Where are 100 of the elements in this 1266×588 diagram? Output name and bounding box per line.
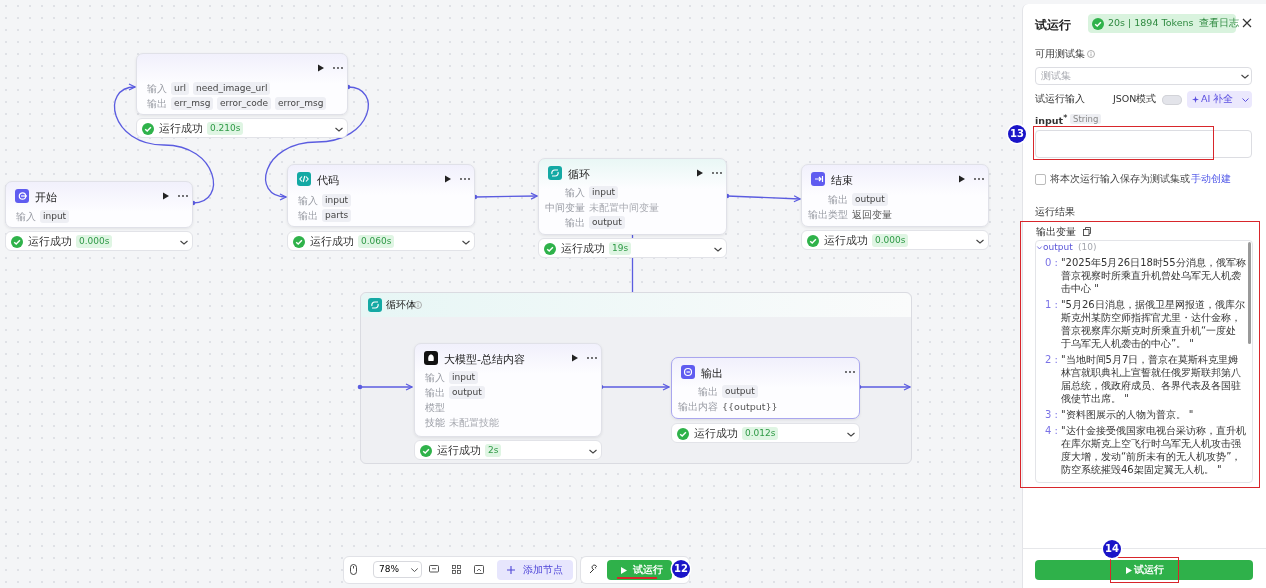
field-label: 技能 bbox=[424, 416, 445, 429]
variable-tag: error_msg bbox=[275, 97, 327, 110]
status-text: 运行成功 bbox=[310, 235, 354, 248]
field-value: 未配置技能 bbox=[449, 416, 499, 429]
node-title: 输出 bbox=[701, 366, 723, 381]
field-label: 输出内容 bbox=[678, 400, 718, 413]
node-title: 开始 bbox=[35, 190, 57, 205]
callout-number: 12 bbox=[672, 560, 690, 578]
status-text: 运行成功 bbox=[824, 234, 868, 247]
duration-badge: 0.060s bbox=[358, 235, 395, 248]
add-node-button: 添加节点 bbox=[497, 560, 573, 580]
status-text: 运行成功 bbox=[561, 242, 605, 255]
field-label: 输出 bbox=[297, 209, 318, 222]
output-item-text: "资料图展示的人物为普京。 " bbox=[1061, 408, 1195, 421]
field-label: input$^{*}$ bbox=[1035, 113, 1068, 127]
variable-tag: input bbox=[40, 210, 70, 223]
field-label: 输入 bbox=[424, 371, 445, 384]
status-text: 运行成功 bbox=[28, 235, 72, 248]
node-card bbox=[538, 158, 727, 235]
node-title: 循环 bbox=[568, 167, 590, 182]
node-title: 结束 bbox=[831, 173, 853, 188]
section-label: 输出变量 bbox=[1036, 225, 1076, 239]
status-text: 运行成功 bbox=[159, 122, 203, 135]
test-set-select: 测试集 bbox=[1035, 67, 1252, 85]
duration-badge: 0.000s bbox=[872, 234, 909, 247]
variable-tag: output bbox=[852, 193, 888, 206]
checkbox-label: 将本次运行输入保存为测试集或 bbox=[1050, 173, 1190, 186]
field-label: 输出 bbox=[697, 385, 718, 398]
duration-badge: 19s bbox=[609, 242, 632, 255]
variable-tag: output bbox=[589, 216, 625, 229]
item-index: 2 : bbox=[1045, 353, 1058, 366]
variable-tag: error_code bbox=[217, 97, 271, 110]
connector bbox=[631, 234, 634, 293]
variable-tag: url bbox=[171, 82, 189, 95]
variable-tag: err_msg bbox=[171, 97, 214, 110]
duration-badge: 2s bbox=[485, 444, 502, 457]
item-index: 0 : bbox=[1045, 256, 1058, 269]
variable-tag: parts bbox=[322, 209, 352, 222]
connector bbox=[265, 84, 369, 200]
duration-badge: 0.210s bbox=[207, 122, 244, 135]
output-item-text: "5月26日消息，据俄卫星网报道，俄库尔斯克州某防空师指挥官尤里・达什金称，普京视察库尔斯克时所乘直升机“一度处于乌军无人机袭击的中心”。 " bbox=[1061, 298, 1246, 350]
ai-complete-button: AI 补全 bbox=[1187, 91, 1252, 108]
group-title: 循环体 bbox=[386, 299, 416, 312]
field-label: 输入 bbox=[15, 210, 36, 223]
run-button: 试运行 bbox=[607, 560, 672, 580]
field-value: 返回变量 bbox=[852, 208, 892, 221]
type-tag: String bbox=[1070, 114, 1102, 124]
variable-tag: output bbox=[449, 386, 485, 399]
group-panel bbox=[360, 292, 912, 464]
node-card bbox=[5, 181, 193, 228]
run-button: 试运行 bbox=[1035, 560, 1253, 580]
output-item-text: "2025年5月26日18时55分消息，俄军称普京视察时所乘直升机曾处乌军无人机袭击中心 " bbox=[1061, 256, 1246, 295]
log-link: 查看日志 bbox=[1199, 17, 1239, 30]
variable-tag: need_image_url bbox=[193, 82, 271, 95]
section-label: 试运行输入 bbox=[1035, 93, 1085, 106]
variable-tag: input bbox=[322, 194, 352, 207]
node-card bbox=[287, 164, 475, 227]
field-label: 中间变量 bbox=[545, 201, 585, 214]
field-label: 输入 bbox=[564, 186, 585, 199]
status-text: 运行成功 bbox=[437, 444, 481, 457]
variable-tag: output bbox=[722, 385, 758, 398]
field-label: 输出 bbox=[564, 216, 585, 229]
node-title: 代码 bbox=[317, 173, 339, 188]
toggle-label: JSON模式 bbox=[1113, 93, 1157, 106]
field-value: {{output}} bbox=[722, 400, 778, 413]
item-index: 4 : bbox=[1045, 424, 1058, 437]
run-stats: 20s | 1894 Tokens bbox=[1108, 17, 1194, 28]
connector bbox=[357, 383, 413, 391]
callout-number: 13 bbox=[1008, 125, 1026, 143]
variable-tag: input bbox=[449, 371, 479, 384]
field-label: 输出 bbox=[424, 386, 445, 399]
field-label: 模型 bbox=[424, 401, 445, 414]
panel-title: 试运行 bbox=[1035, 17, 1071, 34]
callout-number: 14 bbox=[1103, 540, 1121, 558]
field-label: 输出类型 bbox=[808, 208, 848, 221]
node-card bbox=[801, 164, 989, 227]
item-count: (10) bbox=[1078, 242, 1097, 252]
item-index: 1 : bbox=[1045, 298, 1058, 311]
duration-badge: 0.000s bbox=[76, 235, 113, 248]
section-label: 运行结果 bbox=[1035, 205, 1075, 219]
field-value: 未配置中间变量 bbox=[589, 201, 659, 214]
item-index: 3 : bbox=[1045, 408, 1058, 421]
node-card bbox=[136, 53, 348, 115]
field-label: 输出 bbox=[146, 97, 167, 110]
output-item-text: "达什金接受俄国家电视台采访称，直升机在库尔斯克上空飞行时乌军无人机攻击强度大增，发动“前所未有的无人机攻势”，防空系统摧毁46架固定翼无人机。 " bbox=[1061, 424, 1246, 476]
link: 手动创建 bbox=[1191, 173, 1231, 186]
status-text: 运行成功 bbox=[694, 427, 738, 440]
zoom-select: 78% bbox=[373, 561, 422, 578]
node-title: 大模型-总结内容 bbox=[444, 352, 525, 367]
connector bbox=[724, 193, 801, 203]
variable-name: output bbox=[1043, 242, 1073, 252]
output-item-text: "当地时间5月7日，普京在莫斯科克里姆林宫就职典礼上宣誓就任俄罗斯联邦第八届总统，俄政府成员、各界代表及各国驻俄使节出席。 " bbox=[1061, 353, 1242, 405]
section-label: 可用测试集 bbox=[1035, 48, 1085, 61]
connector bbox=[472, 192, 538, 200]
node-card bbox=[671, 357, 860, 419]
node-card bbox=[414, 343, 602, 437]
field-label: 输入 bbox=[146, 82, 167, 95]
connector bbox=[113, 84, 215, 206]
field-label: 输入 bbox=[297, 194, 318, 207]
variable-tag: input bbox=[589, 186, 619, 199]
